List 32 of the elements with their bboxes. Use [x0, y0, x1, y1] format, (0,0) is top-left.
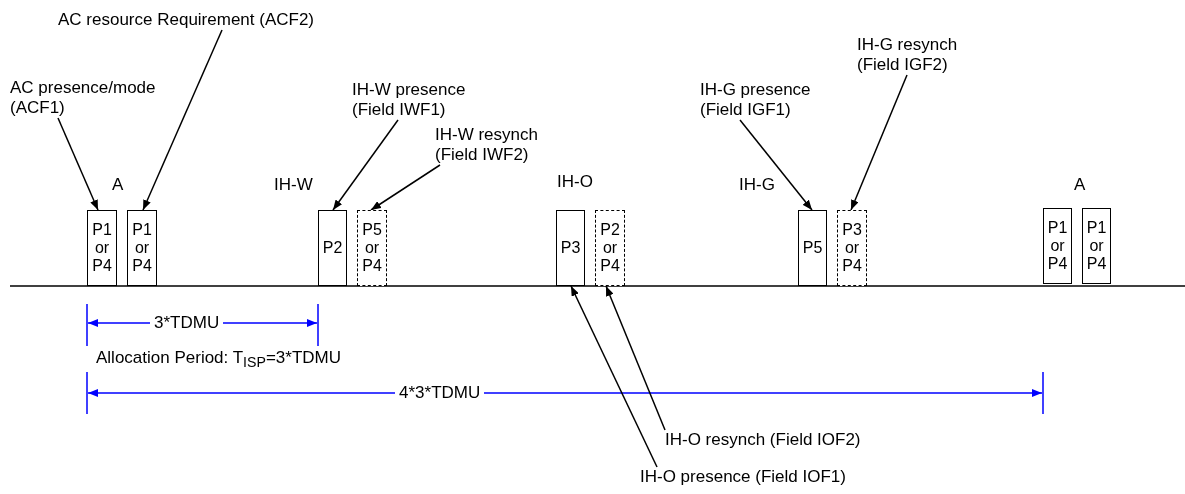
slot-box: P5 — [798, 210, 827, 286]
callout-text: IH-W resynch (Field IWF2) — [435, 125, 565, 165]
optional-slot-box: P2 or P4 — [595, 210, 625, 286]
callout-text: IH-W presence (Field IWF1) — [352, 80, 482, 120]
slot-box: P1 or P4 — [1043, 208, 1072, 284]
group-label: IH-G — [739, 175, 775, 195]
leader-arrow — [605, 285, 666, 431]
optional-slot-box: P3 or P4 — [837, 210, 867, 286]
leader-arrow — [570, 285, 658, 468]
callout-text: IH-G resynch (Field IGF2) — [857, 35, 987, 75]
leader-arrow — [332, 119, 399, 211]
group-label: A — [112, 175, 124, 195]
callout-text: AC presence/mode (ACF1) — [10, 78, 170, 118]
callout-text: IH-G presence (Field IGF1) — [700, 80, 830, 120]
leader-arrow — [370, 164, 441, 211]
callout-text: IH-O presence (Field IOF1) — [640, 467, 920, 487]
slot-box: P1 or P4 — [87, 210, 117, 286]
leader-arrow — [142, 29, 223, 211]
callout-text: IH-O resynch (Field IOF2) — [665, 430, 945, 450]
leader-arrow — [850, 74, 908, 211]
group-label: IH-O — [557, 172, 593, 192]
group-label: IH-W — [274, 175, 313, 195]
callout-text: AC resource Requirement (ACF2) — [58, 10, 358, 30]
slot-box: P2 — [318, 210, 347, 286]
leader-arrow — [57, 117, 99, 211]
leader-arrow — [739, 119, 813, 211]
group-label: A — [1074, 175, 1086, 195]
slot-box: P1 or P4 — [127, 210, 157, 286]
optional-slot-box: P5 or P4 — [357, 210, 387, 286]
slot-box: P3 — [556, 210, 585, 286]
period-note: Allocation Period: T$_{ISP}$=3*TDMU — [96, 348, 342, 373]
slot-box: P1 or P4 — [1082, 208, 1111, 284]
